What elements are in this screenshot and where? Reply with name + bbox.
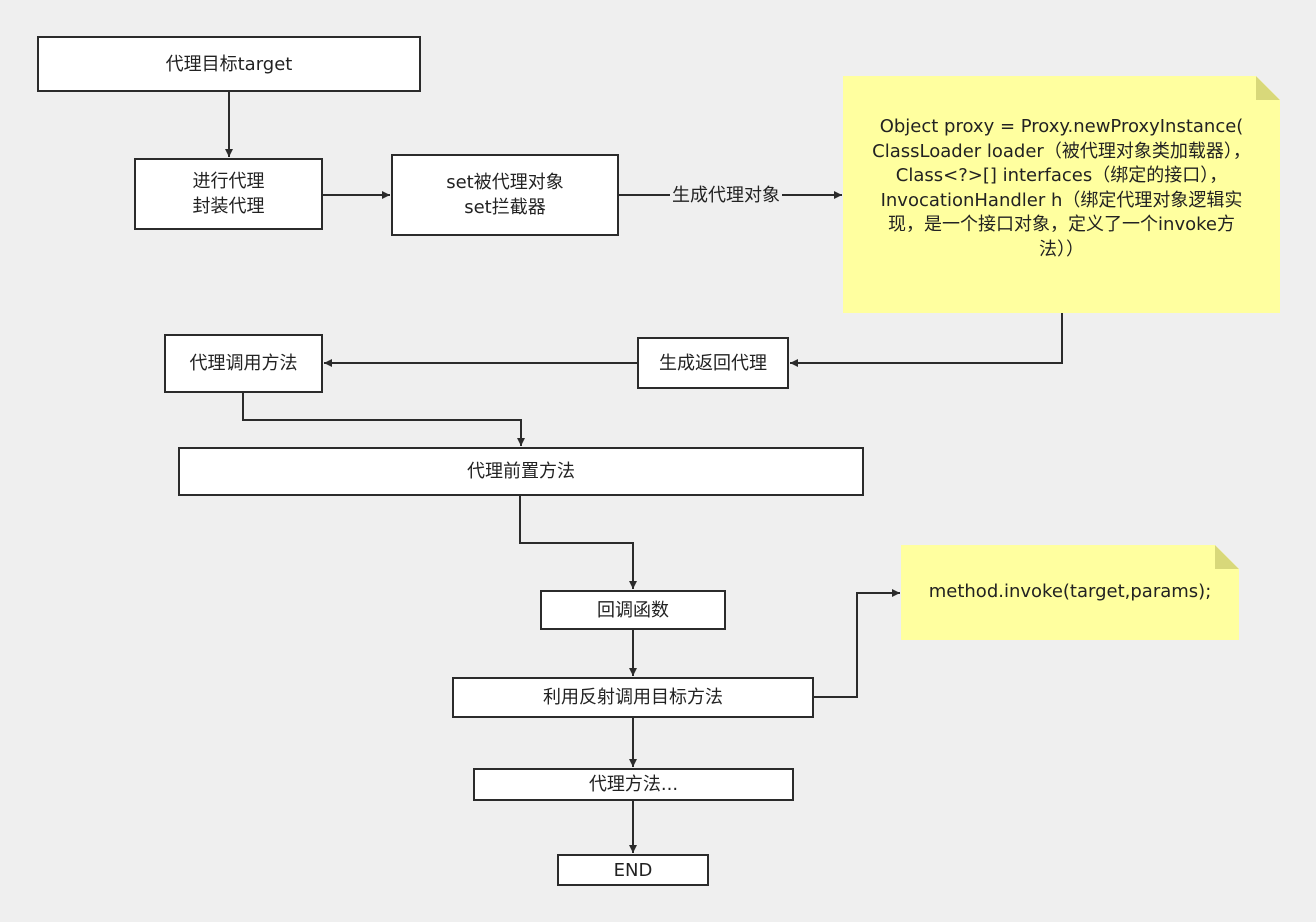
node-set-proxy-line1: set被代理对象 bbox=[446, 172, 564, 193]
edge-label-generate-proxy: 生成代理对象 bbox=[670, 185, 782, 207]
node-return-proxy: 生成返回代理 bbox=[637, 337, 789, 389]
node-proxy-target: 代理目标target bbox=[37, 36, 421, 92]
note-new-proxy-line-1: Object proxy = Proxy.newProxyInstance( bbox=[879, 116, 1244, 137]
node-do-proxy-line2: 封装代理 bbox=[192, 196, 265, 217]
node-before-method: 代理前置方法 bbox=[178, 447, 864, 496]
node-reflect-invoke: 利用反射调用目标方法 bbox=[452, 677, 814, 718]
node-end-label: END bbox=[613, 859, 653, 881]
node-call-method: 代理调用方法 bbox=[164, 334, 323, 393]
edge-call-to-before bbox=[242, 392, 525, 446]
node-set-proxy-line2: set拦截器 bbox=[464, 197, 546, 218]
edge-before-to-callback bbox=[519, 495, 637, 589]
node-callback: 回调函数 bbox=[540, 590, 726, 630]
note-new-proxy-line-4: InvocationHandler h（绑定代理对象逻辑实 bbox=[880, 189, 1243, 211]
node-return-proxy-label: 生成返回代理 bbox=[659, 352, 767, 374]
note-new-proxy-line-2: ClassLoader loader（被代理对象类加载器）， bbox=[872, 140, 1251, 162]
node-proxy-method-label: 代理方法... bbox=[588, 774, 679, 795]
note-new-proxy-line-5: 现，是一个接口对象，定义了一个invoke方 bbox=[888, 214, 1235, 235]
node-do-proxy-line1: 进行代理 bbox=[192, 171, 265, 192]
node-set-proxy: set被代理对象 set拦截器 bbox=[391, 154, 619, 236]
node-proxy-target-label: 代理目标target bbox=[165, 53, 293, 75]
note-new-proxy-instance: Object proxy = Proxy.newProxyInstance( C… bbox=[843, 76, 1280, 313]
node-do-proxy: 进行代理 封装代理 bbox=[134, 158, 323, 230]
node-before-method-label: 代理前置方法 bbox=[467, 461, 575, 482]
edge-note-to-return-proxy bbox=[790, 313, 1063, 367]
node-call-method-label: 代理调用方法 bbox=[189, 353, 298, 374]
node-end: END bbox=[557, 854, 709, 886]
node-callback-label: 回调函数 bbox=[597, 599, 669, 621]
note-new-proxy-line-6: 法）） bbox=[1039, 238, 1084, 260]
edge-reflect-to-invoke-note bbox=[814, 589, 900, 698]
node-proxy-method: 代理方法... bbox=[473, 768, 794, 801]
node-reflect-invoke-label: 利用反射调用目标方法 bbox=[543, 687, 723, 708]
note-method-invoke-code: method.invoke(target,params); bbox=[928, 581, 1212, 603]
note-method-invoke: method.invoke(target,params); bbox=[901, 545, 1239, 640]
note-new-proxy-line-3: Class<?>[] interfaces（绑定的接口）， bbox=[895, 165, 1228, 186]
